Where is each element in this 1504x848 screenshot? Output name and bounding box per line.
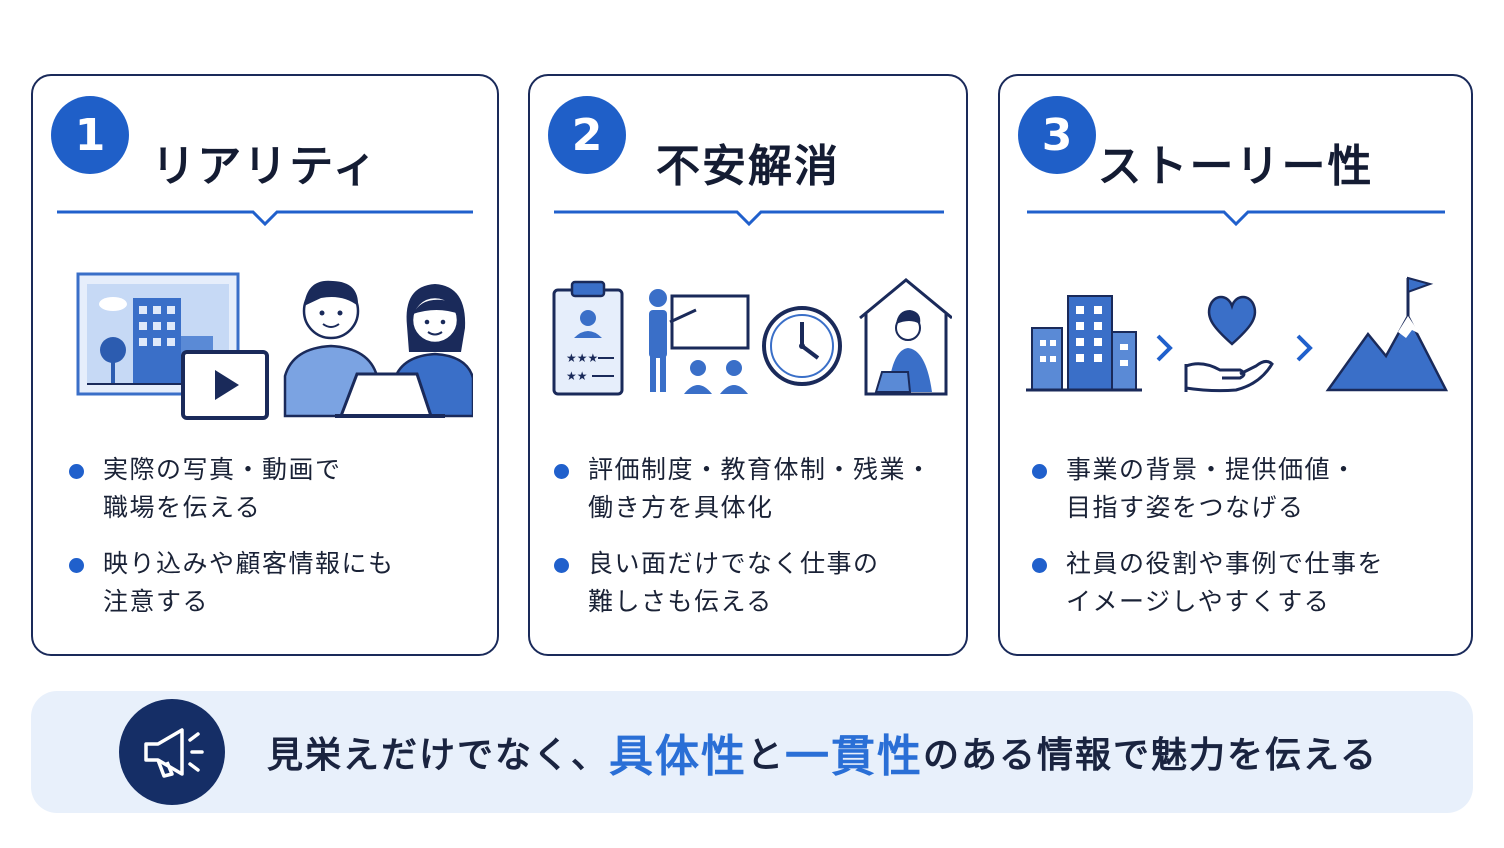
step-number-badge: 3 bbox=[1018, 96, 1096, 174]
evaluation-clipboard-icon: ★★★ ★★ bbox=[552, 280, 624, 396]
bullet-item: 事業の背景・提供価値・目指す姿をつなげる bbox=[1032, 451, 1461, 527]
card-reality: 1 リアリティ bbox=[31, 74, 499, 656]
reality-illustration bbox=[76, 272, 473, 420]
woman-laptop-icon bbox=[335, 284, 473, 418]
bullet-dot bbox=[554, 558, 569, 573]
megaphone-icon bbox=[144, 728, 204, 778]
story-illustration bbox=[1026, 276, 1449, 393]
mountain-flag-icon bbox=[1325, 276, 1449, 392]
anxiety-relief-illustration: ★★★ ★★ bbox=[552, 278, 952, 396]
megaphone-badge bbox=[119, 699, 225, 805]
highlight-concreteness: 具体性 bbox=[609, 731, 748, 782]
title-divider bbox=[1027, 210, 1445, 227]
svg-text:★★: ★★ bbox=[566, 369, 588, 383]
summary-banner: 見栄えだけでなく、具体性と一貫性のある情報で魅力を伝える bbox=[31, 691, 1473, 813]
bullet-list: 評価制度・教育体制・残業・働き方を具体化 良い面だけでなく仕事の難しさも伝える bbox=[554, 451, 956, 639]
bullet-item: 良い面だけでなく仕事の難しさも伝える bbox=[554, 545, 956, 621]
video-play-icon bbox=[181, 350, 269, 420]
card-title: リアリティ bbox=[151, 141, 379, 192]
bullet-dot bbox=[554, 464, 569, 479]
bullet-dot bbox=[69, 558, 84, 573]
bullet-item: 実際の写真・動画で職場を伝える bbox=[69, 451, 487, 527]
bullet-dot bbox=[1032, 558, 1047, 573]
card-story: 3 ストーリー性 bbox=[998, 74, 1473, 656]
remote-work-house-icon bbox=[859, 278, 952, 396]
bullet-item: 評価制度・教育体制・残業・働き方を具体化 bbox=[554, 451, 956, 527]
heart-hand-icon bbox=[1184, 295, 1274, 393]
highlight-consistency: 一貫性 bbox=[785, 731, 924, 782]
chevron-right-icon bbox=[1296, 334, 1313, 362]
training-presentation-icon bbox=[649, 289, 750, 394]
chevron-right-icon bbox=[1156, 334, 1173, 362]
bullet-item: 映り込みや顧客情報にも注意する bbox=[69, 545, 487, 621]
bullet-dot bbox=[1032, 464, 1047, 479]
banner-message: 見栄えだけでなく、具体性と一貫性のある情報で魅力を伝える bbox=[267, 691, 1378, 813]
title-divider bbox=[57, 210, 473, 227]
card-title: ストーリー性 bbox=[1097, 141, 1374, 192]
card-title: 不安解消 bbox=[656, 141, 840, 192]
step-number-badge: 2 bbox=[548, 96, 626, 174]
bullet-list: 事業の背景・提供価値・目指す姿をつなげる 社員の役割や事例で仕事をイメージしやす… bbox=[1032, 451, 1461, 639]
bullet-item: 社員の役割や事例で仕事をイメージしやすくする bbox=[1032, 545, 1461, 621]
clock-icon bbox=[762, 306, 842, 386]
step-number-badge: 1 bbox=[51, 96, 129, 174]
card-anxiety-relief: 2 不安解消 ★★★ ★★ bbox=[528, 74, 968, 656]
svg-text:★★★: ★★★ bbox=[566, 351, 598, 365]
bullet-list: 実際の写真・動画で職場を伝える 映り込みや顧客情報にも注意する bbox=[69, 451, 487, 639]
bullet-dot bbox=[69, 464, 84, 479]
city-buildings-icon bbox=[1026, 295, 1142, 392]
title-divider bbox=[554, 210, 944, 227]
